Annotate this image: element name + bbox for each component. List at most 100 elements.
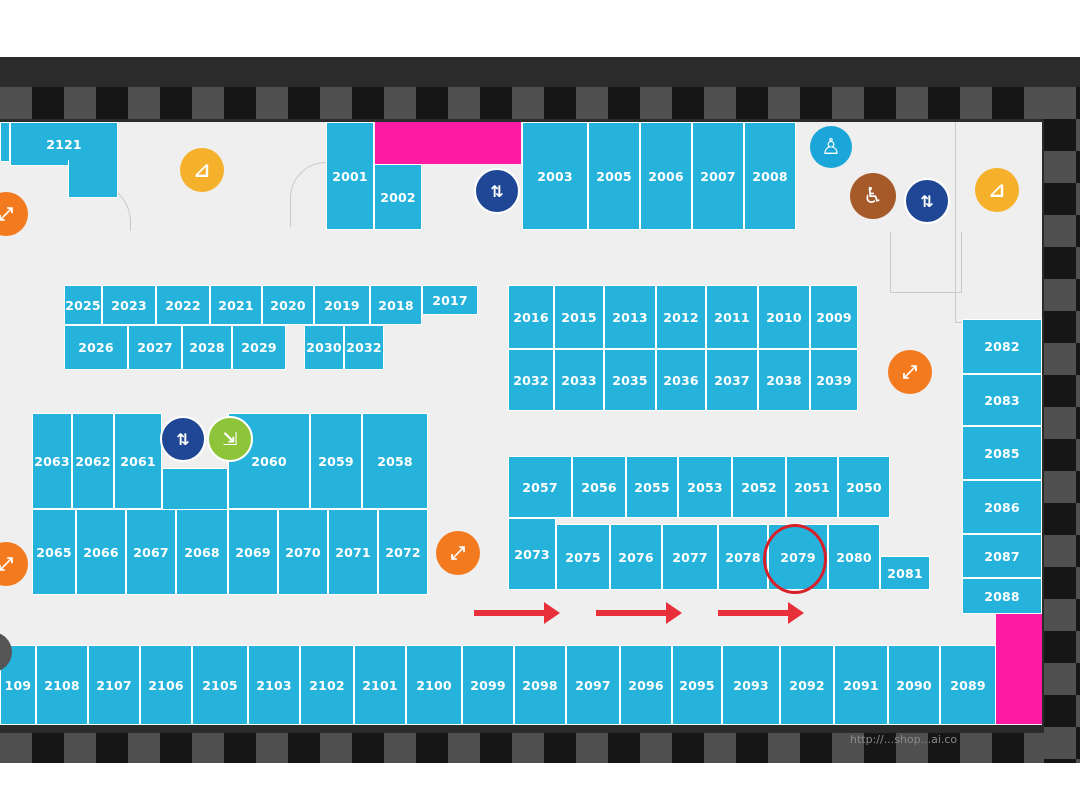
store-2078[interactable]: 2078 — [718, 524, 768, 590]
store-2108[interactable]: 2108 — [36, 645, 88, 725]
store-2022[interactable]: 2022 — [156, 285, 210, 325]
store-2051[interactable]: 2051 — [786, 456, 838, 518]
store-2037[interactable]: 2037 — [706, 349, 758, 411]
store-2061[interactable]: 2061 — [114, 413, 162, 509]
store-2062[interactable]: 2062 — [72, 413, 114, 509]
store-2050[interactable]: 2050 — [838, 456, 890, 518]
store-2087[interactable]: 2087 — [962, 534, 1042, 578]
store-2011[interactable]: 2011 — [706, 285, 758, 349]
pink-block-right — [996, 614, 1042, 724]
store-2006[interactable]: 2006 — [640, 122, 692, 230]
store-2096[interactable]: 2096 — [620, 645, 672, 725]
store-2076[interactable]: 2076 — [610, 524, 662, 590]
store-2081[interactable]: 2081 — [880, 556, 930, 590]
store-2083[interactable]: 2083 — [962, 374, 1042, 426]
store-2059[interactable]: 2059 — [310, 413, 362, 509]
store-2026[interactable]: 2026 — [64, 325, 128, 370]
store-2027[interactable]: 2027 — [128, 325, 182, 370]
store-2010[interactable]: 2010 — [758, 285, 810, 349]
store-2121[interactable]: 2121 — [10, 122, 118, 166]
store-2035[interactable]: 2035 — [604, 349, 656, 411]
restroom-icon[interactable]: ♙ — [810, 126, 852, 168]
store-2003[interactable]: 2003 — [522, 122, 588, 230]
store-2071[interactable]: 2071 — [328, 509, 378, 595]
store-2073[interactable]: 2073 — [508, 518, 556, 590]
store-2038[interactable]: 2038 — [758, 349, 810, 411]
escalator-icon[interactable]: ⤢ — [888, 350, 932, 394]
store-2101[interactable]: 2101 — [354, 645, 406, 725]
elevator-icon[interactable]: ⇅ — [474, 168, 520, 214]
store-2036[interactable]: 2036 — [656, 349, 706, 411]
store-2067[interactable]: 2067 — [126, 509, 176, 595]
store-2086[interactable]: 2086 — [962, 480, 1042, 534]
escalator-icon[interactable]: ⤢ — [436, 531, 480, 575]
store-2069[interactable]: 2069 — [228, 509, 278, 595]
store-2018[interactable]: 2018 — [370, 285, 422, 325]
store-2105[interactable]: 2105 — [192, 645, 248, 725]
store-2017[interactable]: 2017 — [422, 285, 478, 315]
store-2015[interactable]: 2015 — [554, 285, 604, 349]
store-2029[interactable]: 2029 — [232, 325, 286, 370]
store-2100[interactable]: 2100 — [406, 645, 462, 725]
store-2008[interactable]: 2008 — [744, 122, 796, 230]
store-2095[interactable]: 2095 — [672, 645, 722, 725]
store-2052[interactable]: 2052 — [732, 456, 786, 518]
store-2032-east[interactable]: 2032 — [508, 349, 554, 411]
store-2066[interactable]: 2066 — [76, 509, 126, 595]
store-2013[interactable]: 2013 — [604, 285, 656, 349]
store-2028[interactable]: 2028 — [182, 325, 232, 370]
store-2099[interactable]: 2099 — [462, 645, 514, 725]
store-2082[interactable]: 2082 — [962, 319, 1042, 374]
escalator-icon[interactable]: ⤢ — [0, 542, 28, 586]
elevator-icon[interactable]: ⇅ — [160, 416, 206, 462]
store-2002[interactable]: 2002 — [374, 164, 422, 230]
emergency-exit-icon[interactable]: ⇲ — [207, 416, 253, 462]
direction-arrow — [474, 602, 560, 624]
store-2005[interactable]: 2005 — [588, 122, 640, 230]
store-2063[interactable]: 2063 — [32, 413, 72, 509]
store-2019[interactable]: 2019 — [314, 285, 370, 325]
stairs-icon[interactable]: ⊿ — [975, 168, 1019, 212]
wheelchair-icon[interactable]: ♿ — [850, 173, 896, 219]
store-2007[interactable]: 2007 — [692, 122, 744, 230]
store-2077[interactable]: 2077 — [662, 524, 718, 590]
store-2053[interactable]: 2053 — [678, 456, 732, 518]
store-2107[interactable]: 2107 — [88, 645, 140, 725]
store-2021[interactable]: 2021 — [210, 285, 262, 325]
store-2056[interactable]: 2056 — [572, 456, 626, 518]
store-2033[interactable]: 2033 — [554, 349, 604, 411]
store-2075[interactable]: 2075 — [556, 524, 610, 590]
store-2023[interactable]: 2023 — [102, 285, 156, 325]
store-2058[interactable]: 2058 — [362, 413, 428, 509]
store-2106[interactable]: 2106 — [140, 645, 192, 725]
store-2089[interactable]: 2089 — [940, 645, 996, 725]
store-2039[interactable]: 2039 — [810, 349, 858, 411]
store-2055[interactable]: 2055 — [626, 456, 678, 518]
store-2085[interactable]: 2085 — [962, 426, 1042, 480]
store-2009[interactable]: 2009 — [810, 285, 858, 349]
store-2098[interactable]: 2098 — [514, 645, 566, 725]
store-2065[interactable]: 2065 — [32, 509, 76, 595]
store-2097[interactable]: 2097 — [566, 645, 620, 725]
store-2091[interactable]: 2091 — [834, 645, 888, 725]
store-2090[interactable]: 2090 — [888, 645, 940, 725]
store-2103[interactable]: 2103 — [248, 645, 300, 725]
store-2016[interactable]: 2016 — [508, 285, 554, 349]
store-2032-west[interactable]: 2032 — [344, 325, 384, 370]
store-2020[interactable]: 2020 — [262, 285, 314, 325]
elevator-icon[interactable]: ⇅ — [904, 178, 950, 224]
store-2001[interactable]: 2001 — [326, 122, 374, 230]
store-2093[interactable]: 2093 — [722, 645, 780, 725]
store-2080[interactable]: 2080 — [828, 524, 880, 590]
stairs-icon[interactable]: ⊿ — [180, 148, 224, 192]
store-2057[interactable]: 2057 — [508, 456, 572, 518]
store-2070[interactable]: 2070 — [278, 509, 328, 595]
store-2072[interactable]: 2072 — [378, 509, 428, 595]
store-2012[interactable]: 2012 — [656, 285, 706, 349]
store-2102[interactable]: 2102 — [300, 645, 354, 725]
store-2068[interactable]: 2068 — [176, 509, 228, 595]
store-2025[interactable]: 2025 — [64, 285, 102, 325]
store-2030[interactable]: 2030 — [304, 325, 344, 370]
store-2092[interactable]: 2092 — [780, 645, 834, 725]
store-2088[interactable]: 2088 — [962, 578, 1042, 614]
